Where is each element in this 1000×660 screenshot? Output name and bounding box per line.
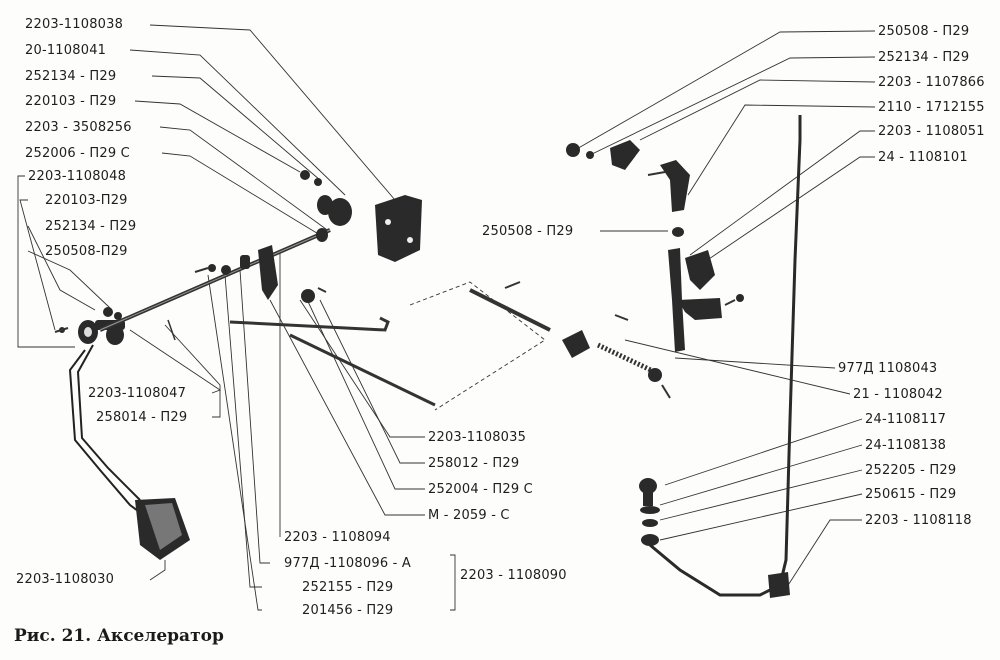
label-252155-p29: 252155 - П29 — [302, 580, 394, 595]
label-24-1108101: 24 - 1108101 — [878, 150, 968, 165]
accelerator-rod — [229, 281, 551, 411]
label-24-1108138: 24-1108138 — [865, 438, 947, 453]
label-2203-3508256: 2203 - 3508256 — [25, 120, 132, 135]
accelerator-pedal — [68, 320, 190, 560]
label-2203-1108094: 2203 - 1108094 — [284, 530, 391, 545]
pedal-shaft — [54, 170, 422, 333]
label-220103-p29-b: 220103-П29 — [45, 193, 128, 208]
label-2203-1108051: 2203 - 1108051 — [878, 124, 985, 139]
label-252134-p29-r: 252134 - П29 — [878, 50, 970, 65]
label-250508-p29: 250508-П29 — [45, 244, 128, 259]
label-250615-p29: 250615 - П29 — [865, 487, 957, 502]
label-258012-p29: 258012 - П29 — [428, 456, 520, 471]
label-258014-p29: 258014 - П29 — [96, 410, 188, 425]
label-252134-p29: 252134 - П29 — [25, 69, 117, 84]
label-252205-p29: 252205 - П29 — [865, 463, 957, 478]
label-group-2203-1108090: 2203 - 1108090 — [460, 568, 567, 583]
label-252006-p29c: 252006 - П29 С — [25, 146, 130, 161]
label-250508-p29-r: 250508 - П29 — [878, 24, 970, 39]
label-252134-p29-b: 252134 - П29 — [45, 219, 137, 234]
label-2203-1108118: 2203 - 1108118 — [865, 513, 972, 528]
pedal-lever — [167, 245, 327, 341]
throttle-cable — [639, 115, 802, 598]
throttle-linkage — [562, 140, 744, 399]
label-252004-p29c: 252004 - П29 С — [428, 482, 533, 497]
label-m-2059-c: М - 2059 - С — [428, 508, 510, 523]
label-21-1108042: 21 - 1108042 — [853, 387, 943, 402]
label-2203-1108047: 2203-1108047 — [88, 386, 187, 401]
label-20-1108041: 20-1108041 — [25, 43, 107, 58]
figure-caption: Рис. 21. Акселератор — [14, 626, 224, 646]
label-2203-1108038: 2203-1108038 — [25, 17, 124, 32]
label-977d-1108043: 977Д 1108043 — [838, 361, 938, 376]
leader-lines — [17, 24, 876, 611]
label-2203-1108030: 2203-1108030 — [16, 572, 115, 587]
label-250508-p29-mid: 250508 - П29 — [482, 224, 574, 239]
label-977d-1108096-a: 977Д -1108096 - А — [284, 556, 411, 571]
label-2203-1108035: 2203-1108035 — [428, 430, 527, 445]
label-24-1108117: 24-1108117 — [865, 412, 947, 427]
label-2203-1107866: 2203 - 1107866 — [878, 75, 985, 90]
label-220103-p29: 220103 - П29 — [25, 94, 117, 109]
label-2110-1712155: 2110 - 1712155 — [878, 100, 985, 115]
label-2203-1108048: 2203-1108048 — [28, 169, 127, 184]
label-201456-p29: 201456 - П29 — [302, 603, 394, 618]
